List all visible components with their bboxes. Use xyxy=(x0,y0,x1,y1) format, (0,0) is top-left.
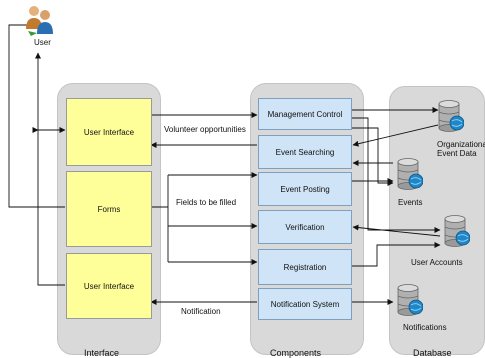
management-control-box[interactable]: Management Control xyxy=(258,98,352,130)
notification-system-label: Notification System xyxy=(270,299,340,309)
user-label: User xyxy=(34,38,51,47)
event-posting-label: Event Posting xyxy=(280,184,330,194)
event-searching-label: Event Searching xyxy=(275,147,335,157)
forms-box[interactable]: Forms xyxy=(66,171,152,247)
registration-label: Registration xyxy=(283,262,327,272)
events-db-label: Events xyxy=(398,198,423,207)
notification-flow-label: Notification xyxy=(181,307,221,316)
events-db-icon[interactable] xyxy=(397,158,423,192)
user-interface-bottom-label: User Interface xyxy=(83,281,135,291)
database-lane-title: Database xyxy=(413,348,452,358)
organizational-db-label: Organizational xyxy=(437,140,485,149)
forms-label: Forms xyxy=(97,204,121,214)
user-accounts-db-icon[interactable] xyxy=(444,215,470,249)
event-posting-box[interactable]: Event Posting xyxy=(258,172,352,206)
components-lane-title: Components xyxy=(270,348,322,358)
organizational-event-data-db-icon[interactable] xyxy=(438,100,464,134)
user-icon[interactable] xyxy=(23,3,57,37)
fields-to-be-filled-label: Fields to be filled xyxy=(176,198,237,207)
event-data-db-label: Event Data xyxy=(437,149,477,158)
notifications-db-icon[interactable] xyxy=(397,284,423,318)
notifications-db-label: Notifications xyxy=(403,323,447,332)
user-interface-top-box[interactable]: User Interface xyxy=(66,98,152,166)
management-control-label: Management Control xyxy=(267,109,343,119)
verification-label: Verification xyxy=(285,222,325,232)
notification-system-box[interactable]: Notification System xyxy=(258,288,352,320)
registration-box[interactable]: Registration xyxy=(258,249,352,285)
user-interface-top-label: User Interface xyxy=(83,127,135,137)
user-accounts-db-label: User Accounts xyxy=(411,258,463,267)
verification-box[interactable]: Verification xyxy=(258,210,352,244)
interface-lane-title: Interface xyxy=(84,348,120,358)
volunteer-opportunities-label: Volunteer opportunities xyxy=(164,125,246,134)
user-interface-bottom-box[interactable]: User Interface xyxy=(66,253,152,319)
event-searching-box[interactable]: Event Searching xyxy=(258,135,352,169)
